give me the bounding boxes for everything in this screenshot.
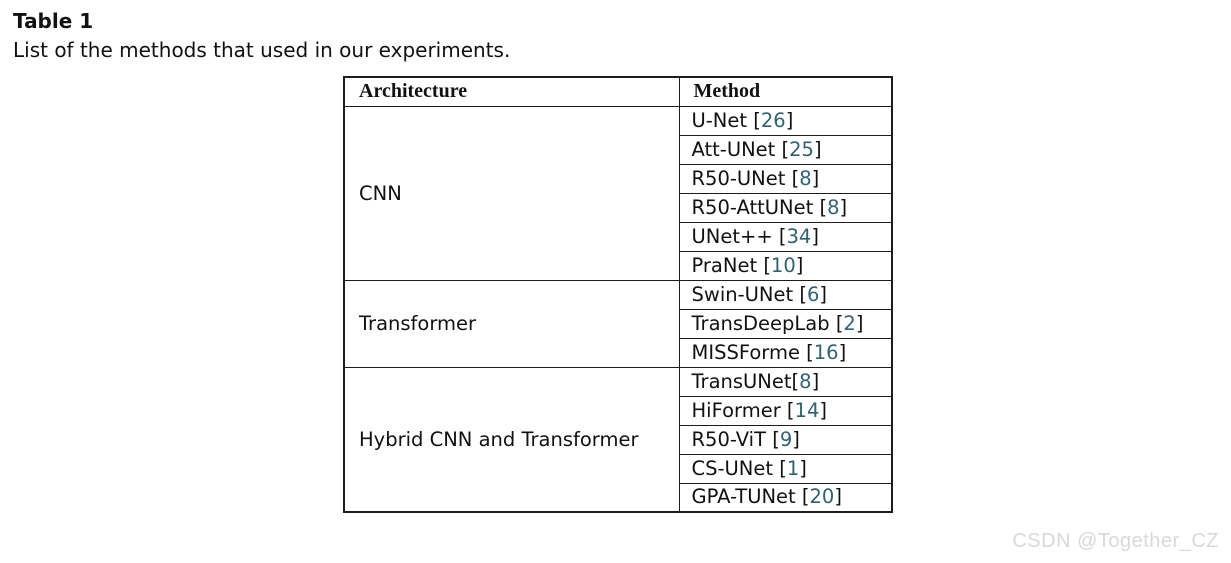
method-cell: U-Net [26] [678, 105, 893, 136]
citation-bracket-close: ] [834, 485, 842, 509]
method-cell: GPA-TUNet [20] [678, 482, 893, 513]
method-cell: R50-AttUNet [8] [678, 192, 893, 223]
architecture-cell: Transformer [343, 279, 680, 368]
citation-bracket-close: ] [811, 166, 820, 190]
citation-bracket-open: [ [779, 456, 787, 480]
citation-bracket-open: [ [791, 369, 800, 393]
method-cell: MISSForme [16] [678, 337, 893, 368]
citation-bracket-close: ] [839, 195, 848, 219]
citation-bracket-open: [ [763, 253, 771, 277]
citation-bracket-open: [ [791, 166, 800, 190]
citation-bracket-open: [ [778, 224, 787, 248]
table-row: R50-UNet [8] [344, 163, 893, 194]
method-name: R50-ViT [691, 427, 773, 451]
table-header-row: Architecture Method [343, 76, 893, 107]
citation-bracket-close: ] [795, 253, 804, 277]
citation-bracket-close: ] [811, 369, 820, 393]
method-name: TransDeepLab [691, 311, 836, 335]
citation-ref[interactable]: 34 [786, 224, 812, 248]
citation-ref[interactable]: 25 [789, 137, 814, 161]
citation-bracket-open: [ [753, 108, 761, 132]
citation-ref[interactable]: 6 [806, 282, 820, 306]
citation-ref[interactable]: 16 [813, 340, 839, 364]
table-row: PraNet [10] [344, 250, 893, 281]
citation-ref[interactable]: 20 [809, 485, 835, 509]
method-cell: TransDeepLab [2] [678, 308, 893, 339]
citation-bracket-close: ] [819, 282, 827, 306]
method-name: MISSForme [691, 340, 807, 364]
method-cell: TransUNet[8] [678, 366, 893, 397]
method-name: Att-UNet [691, 137, 782, 161]
citation-bracket-close: ] [792, 427, 800, 451]
table-row: GPA-TUNet [20] [344, 482, 893, 513]
column-header-architecture: Architecture [343, 76, 680, 107]
citation-bracket-open: [ [806, 340, 814, 364]
method-cell: PraNet [10] [678, 250, 893, 281]
table-row: UNet++ [34] [344, 221, 893, 252]
citation-ref[interactable]: 10 [770, 253, 796, 277]
method-name: PraNet [691, 253, 764, 277]
method-name: U-Net [691, 108, 754, 132]
citation-ref[interactable]: 8 [799, 166, 812, 190]
method-cell: R50-ViT [9] [678, 424, 893, 455]
column-header-method: Method [678, 76, 893, 107]
citation-ref[interactable]: 2 [843, 311, 856, 335]
architecture-cell: CNN [343, 105, 680, 281]
method-name: GPA-TUNet [691, 485, 802, 509]
method-cell: HiFormer [14] [678, 395, 893, 426]
method-name: R50-UNet [691, 166, 792, 190]
table-row: TransDeepLab [2] [344, 308, 893, 339]
method-name: R50-AttUNet [691, 195, 820, 219]
citation-ref[interactable]: 26 [760, 108, 786, 132]
method-name: TransUNet [691, 369, 792, 393]
citation-bracket-close: ] [813, 137, 822, 161]
table-title: Table 1 [13, 9, 94, 33]
method-name: Swin-UNet [691, 282, 800, 306]
method-name: UNet++ [691, 224, 779, 248]
table-row: Att-UNet [25] [344, 134, 893, 165]
table-row: HiFormer [14] [344, 395, 893, 426]
citation-bracket-open: [ [835, 311, 844, 335]
citation-bracket-close: ] [811, 224, 819, 248]
csdn-watermark: CSDN @Together_CZ [1012, 530, 1219, 552]
citation-bracket-close: ] [799, 456, 807, 480]
table-row: MISSForme [16] [344, 337, 893, 368]
citation-bracket-open: [ [799, 282, 807, 306]
method-name: CS-UNet [691, 456, 780, 480]
citation-bracket-open: [ [781, 137, 790, 161]
citation-bracket-close: ] [855, 311, 864, 335]
citation-bracket-close: ] [785, 108, 794, 132]
citation-bracket-open: [ [772, 427, 780, 451]
citation-bracket-open: [ [819, 195, 828, 219]
table-row: R50-ViT [9] [344, 424, 893, 455]
table-row: CS-UNet [1] [344, 453, 893, 484]
table-caption: List of the methods that used in our exp… [13, 38, 511, 62]
method-cell: Swin-UNet [6] [678, 279, 893, 310]
citation-ref[interactable]: 14 [794, 398, 820, 422]
method-cell: Att-UNet [25] [678, 134, 893, 165]
citation-bracket-open: [ [801, 485, 810, 509]
method-name: HiFormer [691, 398, 787, 422]
method-cell: CS-UNet [1] [678, 453, 893, 484]
method-cell: UNet++ [34] [678, 221, 893, 252]
architecture-cell: Hybrid CNN and Transformer [343, 366, 680, 513]
citation-ref[interactable]: 1 [786, 456, 800, 480]
method-cell: R50-UNet [8] [678, 163, 893, 194]
citation-ref[interactable]: 8 [799, 369, 812, 393]
citation-bracket-close: ] [838, 340, 847, 364]
citation-bracket-open: [ [786, 398, 795, 422]
citation-ref[interactable]: 8 [827, 195, 840, 219]
citation-ref[interactable]: 9 [779, 427, 793, 451]
citation-bracket-close: ] [819, 398, 827, 422]
